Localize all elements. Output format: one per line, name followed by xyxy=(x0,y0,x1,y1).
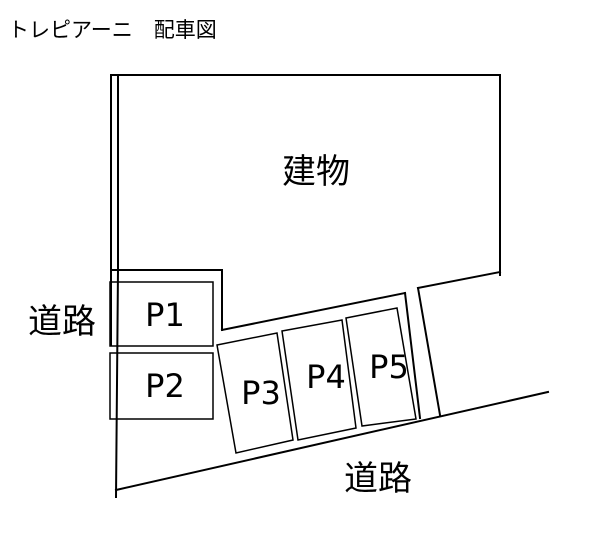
parking-space-p5-label: P5 xyxy=(369,348,409,386)
parking-space-p3-outline xyxy=(216,332,294,454)
parking-space-p5: P5 xyxy=(345,307,417,427)
parking-space-p1-label: P1 xyxy=(145,296,185,334)
building: 建物 xyxy=(110,74,502,420)
parking-space-p2-label: P2 xyxy=(145,367,185,405)
side-path-edge xyxy=(416,286,442,417)
parking-space-p1-outline xyxy=(109,281,214,347)
page-title: トレピアーニ 配車図 xyxy=(8,18,217,42)
road-edge-bottom xyxy=(114,390,550,492)
road-label-left: 道路 xyxy=(28,302,96,342)
parking-space-p2: P2 xyxy=(109,352,214,420)
parking-space-p2-outline xyxy=(109,352,214,420)
building-label: 建物 xyxy=(282,152,350,192)
building-right-bottom-edge xyxy=(416,270,502,290)
parking-space-p5-outline xyxy=(345,307,417,427)
parking-space-p3: P3 xyxy=(216,332,294,454)
road-label-bottom: 道路 xyxy=(344,459,412,499)
parking-space-p4-label: P4 xyxy=(306,358,346,396)
parking-space-p4-outline xyxy=(281,319,357,441)
parking-space-p4: P4 xyxy=(281,319,357,441)
left-boundary xyxy=(114,268,120,499)
building-lower-edge xyxy=(220,291,407,332)
parking-space-p1: P1 xyxy=(109,281,214,347)
parking-space-p3-label: P3 xyxy=(241,374,281,412)
parking-right-boundary xyxy=(403,291,422,420)
